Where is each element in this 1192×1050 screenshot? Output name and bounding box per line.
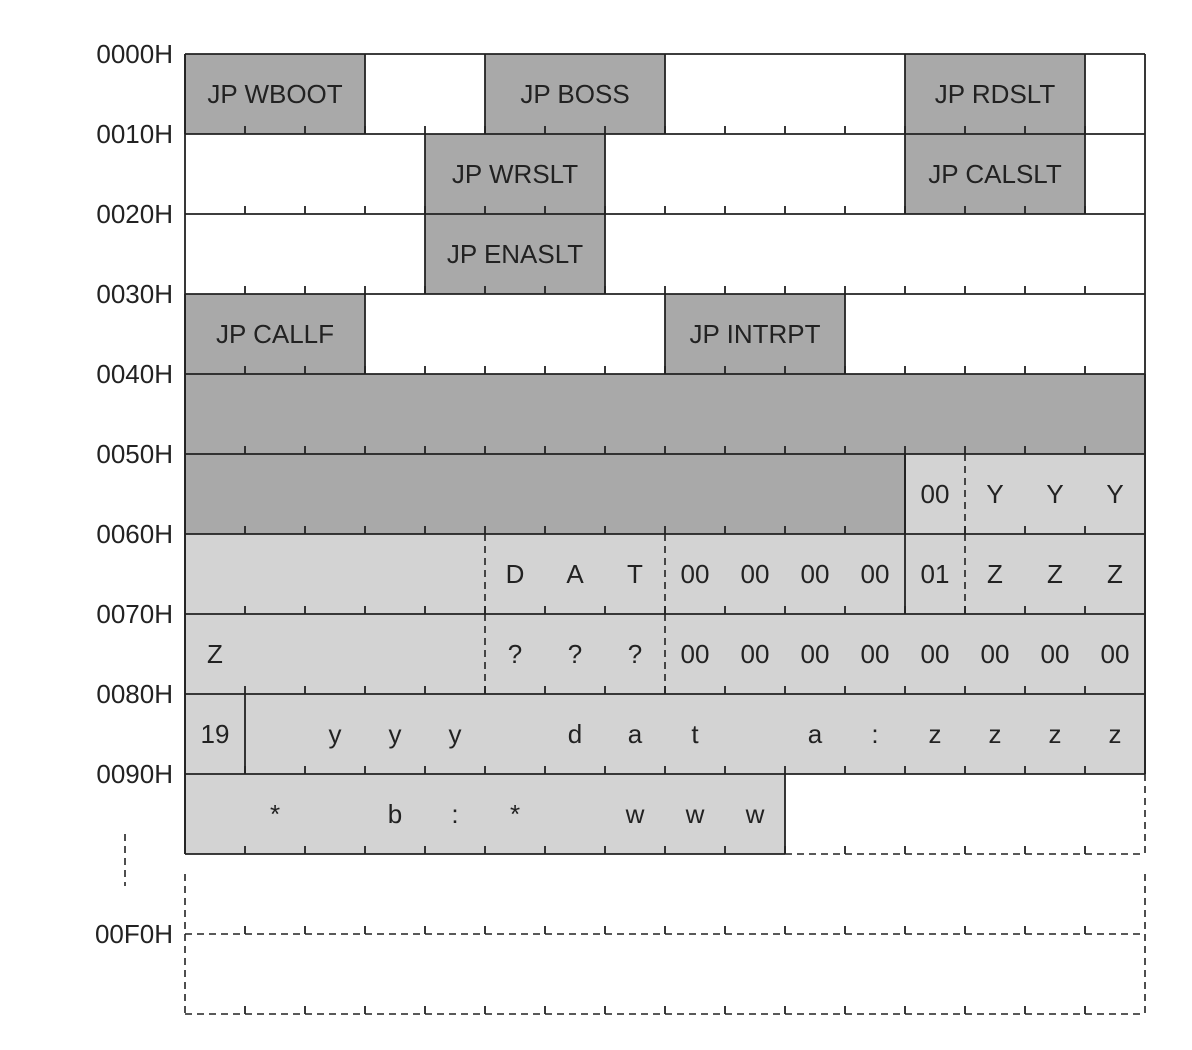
address-label: 0000H: [96, 39, 173, 69]
byte-value: z: [929, 719, 942, 749]
memory-block: [905, 134, 1085, 214]
byte-value: z: [1109, 719, 1122, 749]
block-label: JP CALSLT: [928, 159, 1062, 189]
byte-value: w: [685, 799, 705, 829]
memory-block: [185, 454, 905, 534]
byte-value: w: [745, 799, 765, 829]
byte-value: *: [270, 799, 280, 829]
byte-value: 00: [741, 639, 770, 669]
block-label: JP RDSLT: [935, 79, 1056, 109]
byte-value: 00: [861, 559, 890, 589]
memory-block: [185, 774, 785, 854]
address-label: 0090H: [96, 759, 173, 789]
byte-value: y: [449, 719, 462, 749]
block-label: JP WRSLT: [452, 159, 578, 189]
address-label: 0080H: [96, 679, 173, 709]
byte-value: 00: [861, 639, 890, 669]
memory-block: [905, 54, 1085, 134]
byte-value: Y: [986, 479, 1003, 509]
memory-block: [665, 294, 845, 374]
block-label: JP BOSS: [520, 79, 629, 109]
byte-value: 00: [681, 639, 710, 669]
block-label: JP CALLF: [216, 319, 334, 349]
byte-value: 00: [1041, 639, 1070, 669]
byte-value: y: [389, 719, 402, 749]
byte-value: ?: [508, 639, 522, 669]
byte-value: w: [625, 799, 645, 829]
byte-value: A: [566, 559, 584, 589]
byte-value: T: [627, 559, 643, 589]
byte-value: a: [628, 719, 643, 749]
byte-value: ?: [628, 639, 642, 669]
byte-value: 00: [921, 639, 950, 669]
byte-value: Y: [1106, 479, 1123, 509]
address-label: 0010H: [96, 119, 173, 149]
grid-lines: [124, 53, 1146, 1015]
byte-value: 00: [681, 559, 710, 589]
byte-value: 00: [921, 479, 950, 509]
byte-value: z: [1049, 719, 1062, 749]
memory-block: [485, 54, 665, 134]
memory-block: [425, 134, 605, 214]
byte-value: Z: [1107, 559, 1123, 589]
byte-value: Z: [207, 639, 223, 669]
memory-block: [425, 214, 605, 294]
byte-value: 19: [201, 719, 230, 749]
address-label: 00F0H: [95, 919, 173, 949]
byte-value: a: [808, 719, 823, 749]
address-labels: 0000H 0010H 0020H 0030H 0040H 0050H 0060H 0070H…: [95, 39, 173, 949]
block-labels: JP WBOOT JP BOSS JP RDSLT JP WRSLT JP CALSLT…: [201, 79, 1130, 829]
byte-value: z: [989, 719, 1002, 749]
byte-value: Z: [987, 559, 1003, 589]
memory-block: [905, 454, 1145, 534]
byte-value: :: [451, 799, 458, 829]
byte-value: y: [329, 719, 342, 749]
byte-value: 00: [1101, 639, 1130, 669]
byte-value: 00: [801, 559, 830, 589]
block-label: JP ENASLT: [447, 239, 583, 269]
address-label: 0040H: [96, 359, 173, 389]
byte-value: 01: [921, 559, 950, 589]
memory-block: [185, 54, 365, 134]
block-label: JP INTRPT: [690, 319, 821, 349]
byte-value: D: [506, 559, 525, 589]
byte-value: b: [388, 799, 402, 829]
address-label: 0020H: [96, 199, 173, 229]
byte-value: 00: [801, 639, 830, 669]
byte-value: d: [568, 719, 582, 749]
byte-value: 00: [981, 639, 1010, 669]
byte-value: ?: [568, 639, 582, 669]
byte-value: Z: [1047, 559, 1063, 589]
byte-value: 00: [741, 559, 770, 589]
memory-block: [185, 694, 1145, 774]
memory-block: [185, 294, 365, 374]
byte-value: *: [510, 799, 520, 829]
address-label: 0070H: [96, 599, 173, 629]
byte-value: :: [871, 719, 878, 749]
block-label: JP WBOOT: [207, 79, 342, 109]
byte-value: t: [691, 719, 699, 749]
address-label: 0030H: [96, 279, 173, 309]
address-label: 0060H: [96, 519, 173, 549]
memory-block: [185, 374, 1145, 454]
byte-value: Y: [1046, 479, 1063, 509]
address-label: 0050H: [96, 439, 173, 469]
